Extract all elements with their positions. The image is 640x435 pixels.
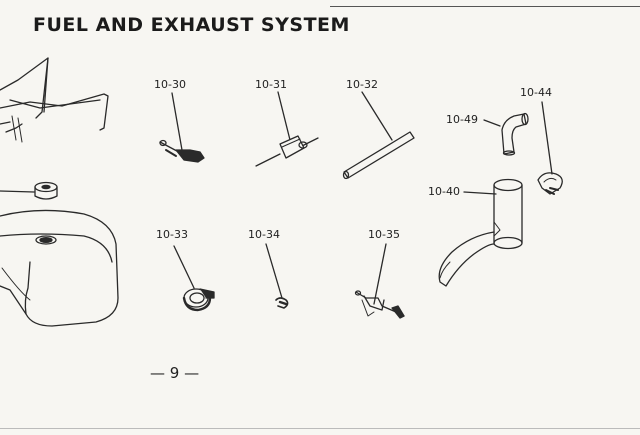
part-label-10-44: 10-44 [520,86,552,99]
part-label-10-35: 10-35 [368,228,400,241]
part-label-10-34: 10-34 [248,228,280,241]
part-label-10-31: 10-31 [255,78,287,91]
part-10-33-drawing [173,245,215,312]
part-label-10-40: 10-40 [428,185,460,198]
part-label-10-33: 10-33 [156,228,188,241]
part-10-49-drawing [483,112,529,156]
part-label-10-30: 10-30 [154,78,186,91]
part-10-31-drawing [255,91,319,167]
part-10-32-drawing [342,91,415,180]
bottom-rule [0,428,640,429]
fuel-cap-drawing [0,181,58,200]
tank-bracket-drawing [0,57,109,143]
top-rule [330,6,640,7]
part-label-10-49: 10-49 [446,113,478,126]
page-title: FUEL AND EXHAUST SYSTEM [33,14,350,36]
part-10-40-drawing [438,178,523,287]
part-10-35-drawing [354,243,405,319]
page-number: — 9 — [150,364,200,382]
part-label-10-32: 10-32 [346,78,378,91]
part-10-30-drawing [159,92,205,163]
part-10-34-drawing [265,243,289,309]
fuel-tank-drawing [0,209,119,327]
part-10-44-drawing [537,101,563,195]
